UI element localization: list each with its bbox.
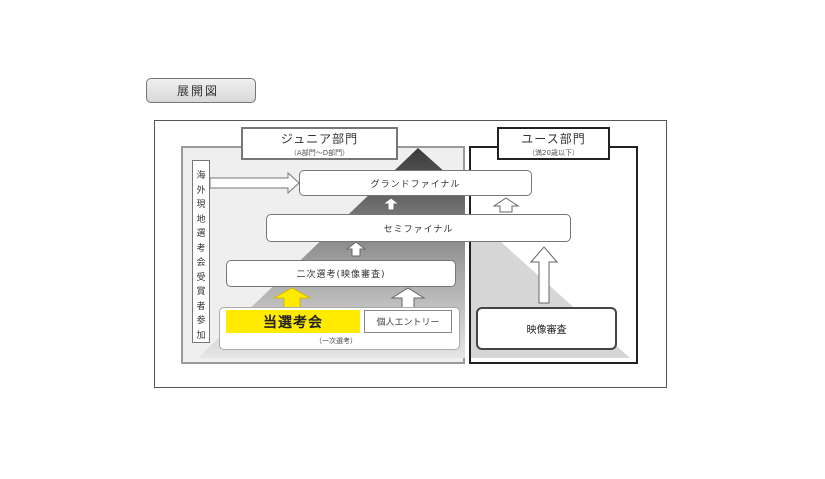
- overseas-label: 海外現地選考会受賞者参加: [193, 161, 209, 343]
- individual-entry-box: 個人エントリー: [364, 310, 452, 333]
- overseas-char: 考: [196, 243, 206, 254]
- overseas-char: 選: [196, 229, 206, 239]
- arrow-semi-to-grand: [381, 197, 401, 211]
- overseas-char: 海: [196, 171, 206, 181]
- first-round-highlight: 当選考会: [226, 310, 360, 333]
- video-review-box: 映像審査: [476, 307, 617, 350]
- junior-header: ジュニア部門 （A部門〜D部門）: [241, 127, 398, 160]
- semi-final-stage: セミファイナル: [266, 214, 571, 242]
- overseas-char: 者: [196, 301, 206, 312]
- first-round-note: （一次選考）: [315, 337, 357, 345]
- overseas-arrow: [209, 171, 300, 195]
- diagram-title: 展開図: [146, 78, 256, 103]
- overseas-char: 外: [196, 185, 206, 196]
- overseas-char: 賞: [196, 287, 206, 297]
- arrow-youth-to-grand: [492, 197, 520, 213]
- junior-title: ジュニア部門: [280, 131, 359, 146]
- overseas-char: 現: [196, 200, 206, 210]
- overseas-char: 加: [196, 330, 206, 341]
- junior-subtitle: （A部門〜D部門）: [289, 148, 350, 157]
- arrow-second-to-semi: [345, 241, 367, 257]
- overseas-char: 参: [196, 316, 206, 326]
- second-round-stage: 二次選考(映像審査): [226, 260, 456, 287]
- overseas-char: 受: [196, 272, 206, 283]
- youth-header: ユース部門 （満20歳以下）: [497, 127, 610, 160]
- overseas-char: 地: [196, 214, 206, 225]
- junior-pyramid: [198, 148, 465, 358]
- youth-subtitle: （満20歳以下）: [528, 148, 579, 157]
- arrow-video-to-semi: [529, 246, 559, 304]
- grand-final-stage: グランドファイナル: [299, 170, 532, 196]
- overseas-char: 会: [196, 258, 206, 268]
- overseas-box: 海外現地選考会受賞者参加: [192, 160, 210, 343]
- youth-title: ユース部門: [521, 131, 586, 146]
